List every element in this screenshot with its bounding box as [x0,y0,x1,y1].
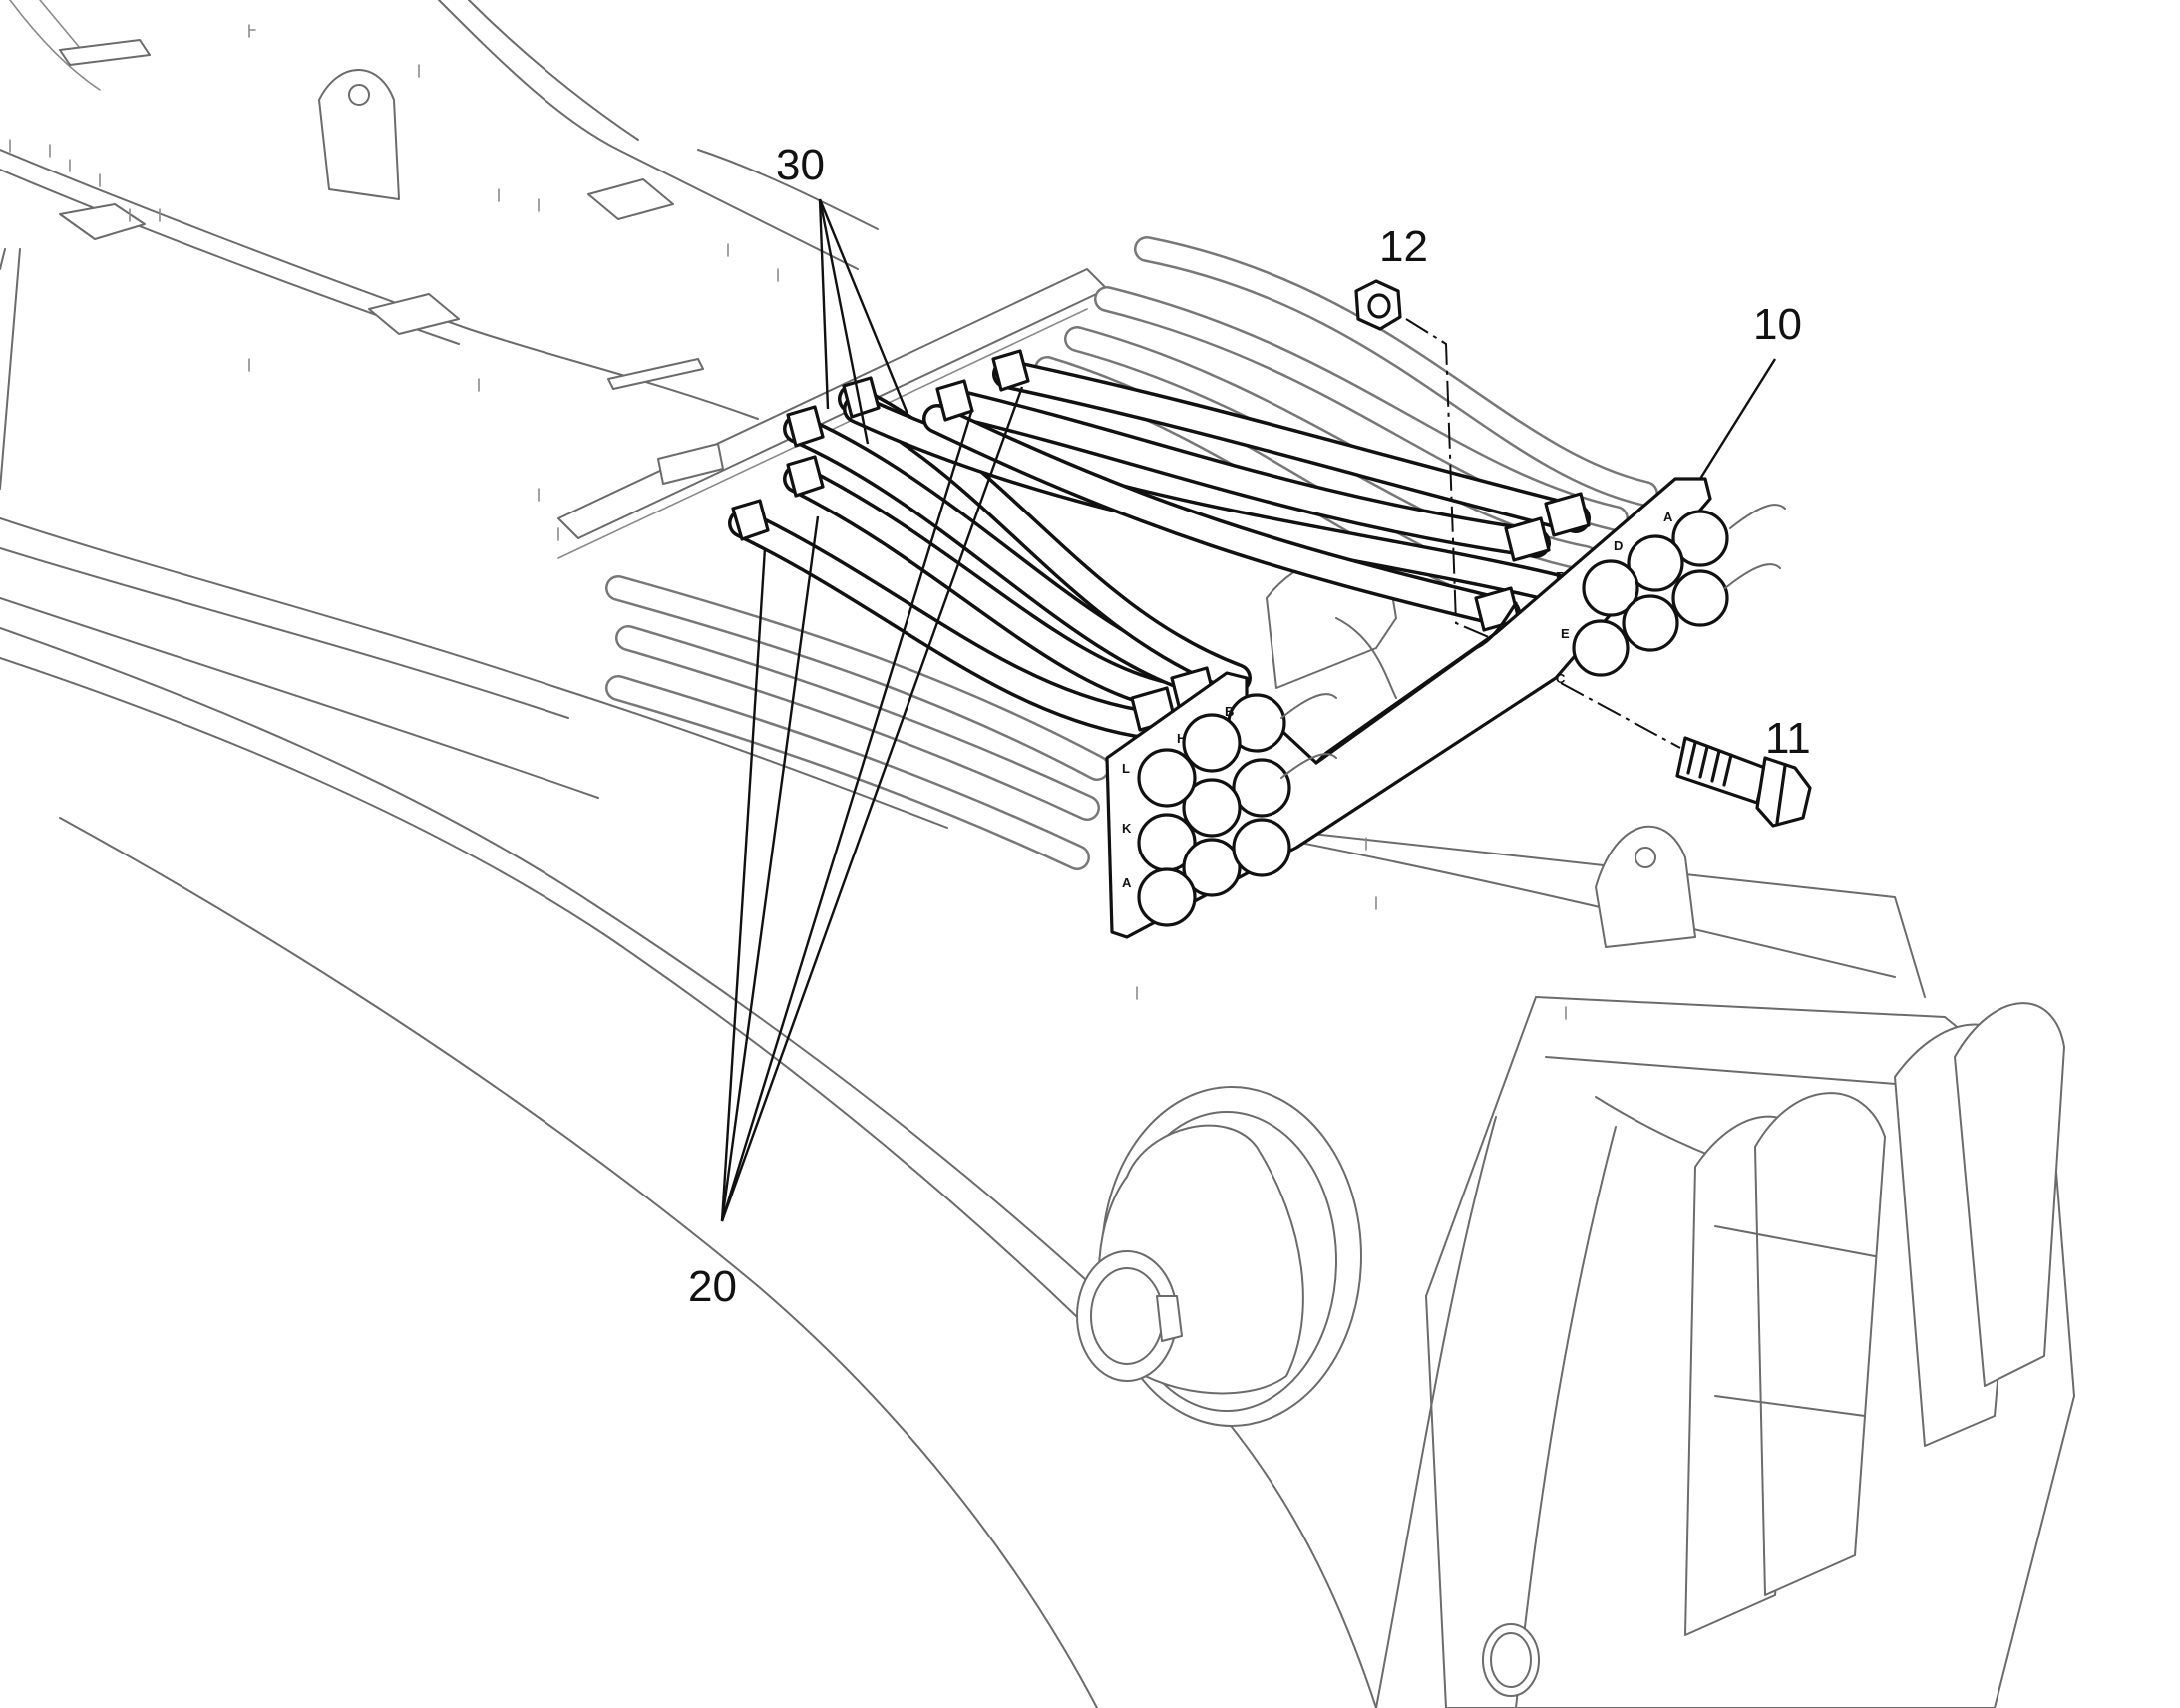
callout-12: 12 [1379,222,1428,271]
callout-20: 20 [688,1262,737,1311]
plate-letter-rear-1: D [1614,538,1623,553]
plate-letter-front-0: L [1122,761,1130,776]
plate-letter-front-4: A [1122,875,1132,890]
plate-letter-rear-2: A [1663,510,1673,524]
nut-item-12 [1354,279,1402,331]
plate-letter-rear-4: C [1556,671,1566,686]
leader-lines [720,198,1777,1222]
plate-letters: L H B K A F D A E C [1122,510,1673,890]
plate-letter-rear-3: E [1561,626,1570,641]
callout-11: 11 [1765,714,1811,763]
boom-structure [0,0,2075,1708]
hoses-item-20-30 [728,349,1591,738]
callout-10: 10 [1753,300,1802,349]
plate-letter-rear-0: F [1556,569,1564,584]
callout-30: 30 [776,141,825,189]
assembly-center-lines [1405,318,1681,749]
plate-letter-front-2: B [1225,704,1234,719]
mounting-plate-item-10 [1105,477,1786,939]
bolt-item-11 [1675,736,1812,828]
plate-letter-front-3: K [1122,821,1132,836]
callout-labels: 10 11 12 20 30 [688,141,1811,1311]
plate-letter-front-1: H [1177,731,1186,746]
